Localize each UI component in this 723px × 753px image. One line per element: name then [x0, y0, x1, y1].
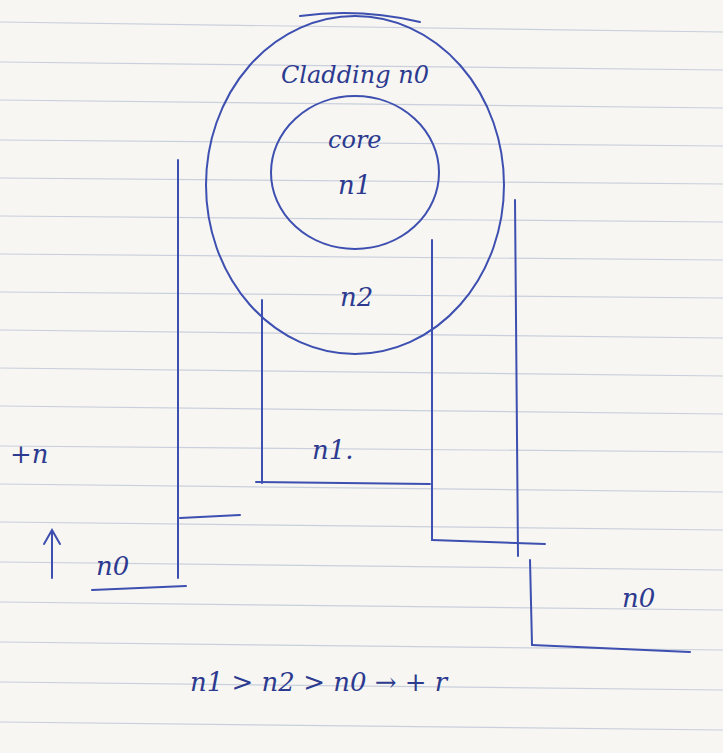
underline [92, 586, 186, 590]
profile-line [431, 240, 433, 540]
core-circle: core n1 [270, 95, 440, 250]
index-label: n0 [622, 584, 655, 613]
profile-step [532, 645, 690, 652]
cladding-circle: Cladding n0 n2 core n1 [205, 15, 505, 355]
profile-line [177, 160, 179, 578]
profile-line [261, 300, 263, 483]
profile-step [432, 540, 545, 544]
node-text: n1 [338, 171, 371, 200]
index-label: n0 [96, 552, 129, 581]
index-label: n1. [312, 436, 354, 465]
circle-outline [271, 96, 439, 249]
profile-step [180, 515, 240, 518]
circle-outline [206, 16, 504, 354]
index-label: +n [10, 440, 49, 469]
node-text: n2 [340, 283, 373, 312]
axis-arrow [44, 530, 60, 578]
profile-step [256, 482, 430, 484]
profile-line [515, 200, 518, 556]
node-text: Cladding n0 [281, 62, 429, 88]
ruled-lines [0, 22, 723, 730]
node-text: core [328, 127, 382, 153]
profile-line [530, 560, 532, 645]
index-profile [44, 13, 690, 652]
index-label: n1 > n2 > n0 → + r [190, 668, 447, 697]
